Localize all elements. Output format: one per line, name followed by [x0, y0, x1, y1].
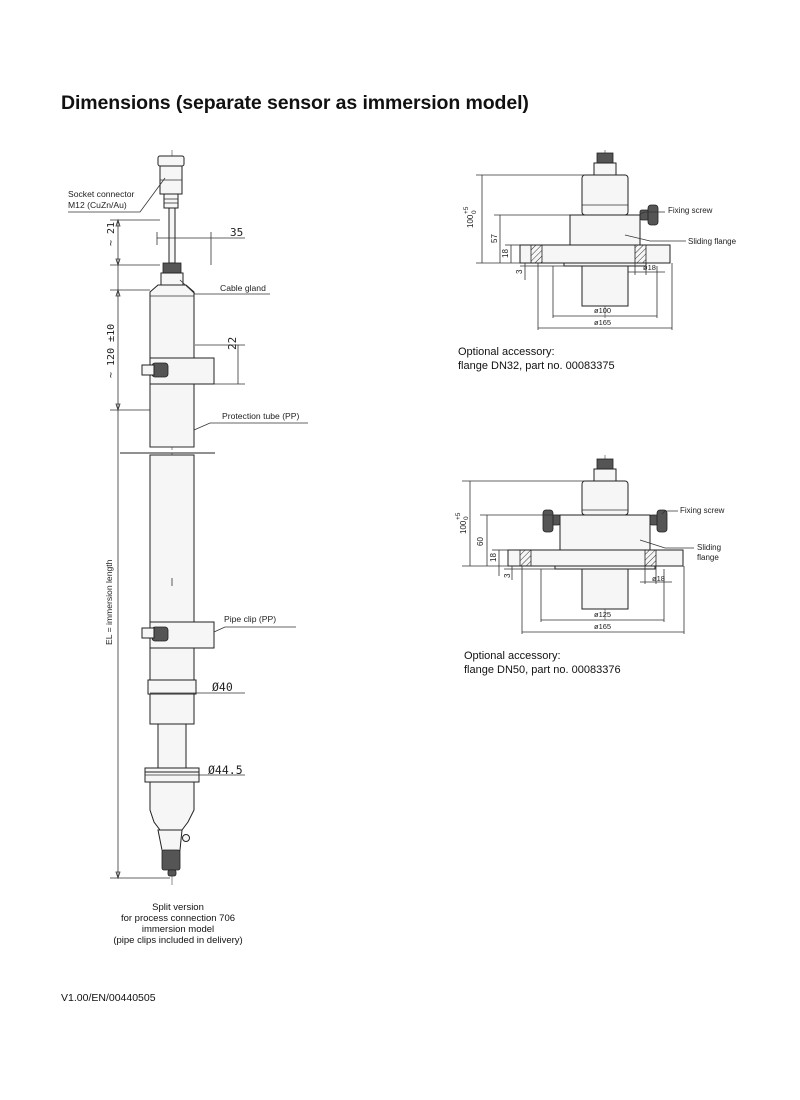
- dn50-dim-tol-upper: +5: [455, 512, 462, 520]
- dim-connector-offset: 35: [230, 226, 243, 239]
- dn32-fixing-screw-label: Fixing screw: [668, 206, 713, 215]
- dn32-dim-total: 100: [466, 214, 475, 228]
- sensor-caption-line: for process connection 706: [120, 913, 236, 924]
- page-title: Dimensions (separate sensor as immersion…: [61, 92, 529, 114]
- dn32-dim-18: 18: [501, 249, 510, 258]
- dn50-dim-3: 3: [503, 573, 512, 578]
- dim-clip-height: 22: [226, 337, 239, 350]
- dn50-sliding-label: Sliding: [697, 543, 721, 552]
- document-footer: V1.00/EN/00440505: [61, 992, 156, 1004]
- dn32-dim-tol-upper: +5: [463, 206, 470, 214]
- socket-connector-label: Socket connector: [68, 189, 135, 199]
- dn50-dim-d165: ø165: [594, 622, 611, 631]
- dim-diameter-tube: Ø40: [212, 680, 233, 694]
- cable-gland-label: Cable gland: [220, 283, 266, 293]
- dn32-dim-d165: ø165: [594, 318, 611, 327]
- dn50-flange-label: flange: [697, 553, 719, 562]
- dn50-caption: Optional accessory: flange DN50, part no…: [464, 649, 621, 677]
- dn32-caption-line: Optional accessory:: [458, 346, 555, 358]
- dn32-dim-d100: ø100: [594, 306, 611, 315]
- dn50-caption-line: flange DN50, part no. 00083376: [464, 664, 621, 676]
- dim-diameter-bottom: Ø44.5: [208, 763, 243, 777]
- dn32-dim-57: 57: [490, 234, 499, 243]
- dn50-dim-60: 60: [476, 537, 485, 546]
- sensor-caption-line: immersion model: [141, 924, 215, 935]
- dn32-dim-3: 3: [515, 269, 524, 274]
- dn32-sliding-flange-label: Sliding flange: [688, 237, 737, 246]
- dn50-dim-d125: ø125: [594, 610, 611, 619]
- sensor-caption-line: Split version: [152, 902, 204, 913]
- dn50-dim-18: 18: [489, 553, 498, 562]
- dn50-caption-line: Optional accessory:: [464, 650, 561, 662]
- dn50-fixing-screw-label: Fixing screw: [680, 506, 725, 515]
- dn32-dim-d18: ø18: [643, 263, 656, 272]
- dim-top-height: ~ 21: [106, 222, 117, 246]
- dn32-caption: Optional accessory: flange DN32, part no…: [458, 345, 615, 373]
- flange-dn50-drawing: Fixing screw Sliding flange 100 +5 0 60 …: [455, 455, 725, 634]
- dn32-caption-line: flange DN32, part no. 00083375: [458, 360, 615, 372]
- flange-dn32-drawing: Fixing screw Sliding flange 100 +5 0 57 …: [463, 150, 737, 330]
- pipe-clip-label: Pipe clip (PP): [224, 614, 276, 624]
- sensor-drawing: Socket connector M12 (CuZn/Au) Cable gla…: [68, 150, 308, 885]
- dn32-dim-tol-lower: 0: [471, 210, 478, 214]
- protection-tube-label: Protection tube (PP): [222, 411, 300, 421]
- socket-connector-spec: M12 (CuZn/Au): [68, 200, 127, 210]
- dim-tube-length: ~ 120 ±10: [106, 324, 117, 378]
- dn50-dim-d18: ø18: [652, 574, 665, 583]
- sensor-caption: Split version for process connection 706…: [78, 902, 278, 946]
- sensor-caption-line: (pipe clips included in delivery): [113, 935, 243, 946]
- immersion-length-label: EL = immersion length: [104, 559, 114, 645]
- dn50-dim-total: 100: [459, 520, 468, 534]
- dn50-dim-tol-lower: 0: [463, 516, 470, 520]
